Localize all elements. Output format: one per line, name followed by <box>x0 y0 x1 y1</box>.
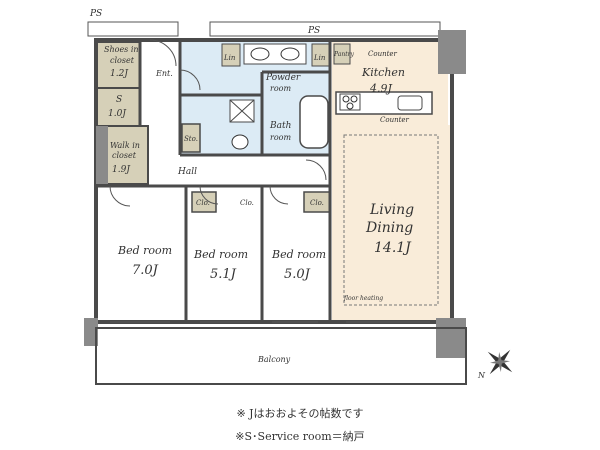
column-bottom-left <box>84 318 98 346</box>
ps-strip-right <box>209 21 441 37</box>
bed2-size: 5.1J <box>210 267 237 282</box>
living-dining-area <box>332 125 450 320</box>
bath-room-label: Bath <box>269 121 291 131</box>
closet-label-2: Clo. <box>240 199 254 207</box>
balcony <box>95 327 467 385</box>
shoes-closet-size: 1.2J <box>110 69 129 79</box>
bathtub <box>299 95 329 149</box>
living-label: Living <box>369 202 414 218</box>
powder-room-label-2: room <box>270 84 291 93</box>
column-top-right <box>438 30 466 74</box>
closet-label-1: Clo. <box>196 199 210 207</box>
pantry-label: Pantry <box>333 51 354 58</box>
stove <box>339 93 361 111</box>
basin-icon <box>280 47 300 61</box>
service-room <box>95 87 141 127</box>
note-line-2: ※S･Service room＝納戸 <box>235 430 365 443</box>
powder-room-label: Powder <box>265 73 301 83</box>
linen-box-left <box>221 43 241 67</box>
column-bottom-right <box>436 318 466 358</box>
ps-right-label: PS <box>307 26 320 36</box>
column-left-mid <box>96 126 108 184</box>
ps-left-label: PS <box>89 9 102 19</box>
balcony-label: Balcony <box>257 355 291 364</box>
burner-icon <box>350 95 358 103</box>
toilet-icon <box>231 134 249 150</box>
floor-plan: PS PS <box>84 9 513 385</box>
compass-rose-icon <box>487 349 513 375</box>
bed3-label: Bed room <box>271 248 326 261</box>
closet-label-3: Clo. <box>310 199 324 207</box>
floor-heating-zone <box>343 134 439 306</box>
counter-bottom-label: Counter <box>380 116 410 124</box>
storage-box <box>181 123 201 153</box>
service-room-size: 1.0J <box>108 109 127 119</box>
living-size: 14.1J <box>374 240 412 256</box>
walkin-label: Walk in <box>110 141 140 150</box>
pantry-box <box>333 43 351 65</box>
burner-icon <box>342 95 350 103</box>
ps-strip-left <box>87 21 179 37</box>
bed1-size: 7.0J <box>132 263 159 278</box>
service-room-label: S <box>116 95 122 105</box>
hall-label: Hall <box>177 167 197 177</box>
burner-icon <box>346 102 354 110</box>
kitchen-sink <box>397 95 423 111</box>
bed2-label: Bed room <box>193 248 248 261</box>
note-line-1: ※ Jはおおよその帖数です <box>236 407 364 420</box>
bed3-size: 5.0J <box>284 267 311 282</box>
linen-right-label: Lin <box>313 54 326 62</box>
shoes-closet-label: Shoes in <box>104 45 139 54</box>
compass-north-label: N <box>477 371 486 380</box>
walkin-label-2: closet <box>112 151 137 160</box>
entrance-label: Ent. <box>155 69 173 78</box>
interior-walls <box>96 40 332 322</box>
counter-top-label: Counter <box>368 50 398 58</box>
vanity <box>243 43 307 65</box>
walkin-size: 1.9J <box>112 165 131 175</box>
floor-heating-label: floor heating <box>343 295 383 302</box>
storage-label: Sto. <box>184 135 198 143</box>
kitchen-label: Kitchen <box>361 66 405 79</box>
kitchen-size: 4.9J <box>369 82 392 95</box>
shoes-closet-label-2: closet <box>110 56 135 65</box>
linen-left-label: Lin <box>223 54 236 62</box>
basin-icon <box>250 47 270 61</box>
closet-box-1 <box>191 191 217 213</box>
dining-label: Dining <box>365 220 413 236</box>
bath-room-label-2: room <box>270 133 291 142</box>
bed1-label: Bed room <box>117 244 172 257</box>
door-swings <box>109 39 327 207</box>
